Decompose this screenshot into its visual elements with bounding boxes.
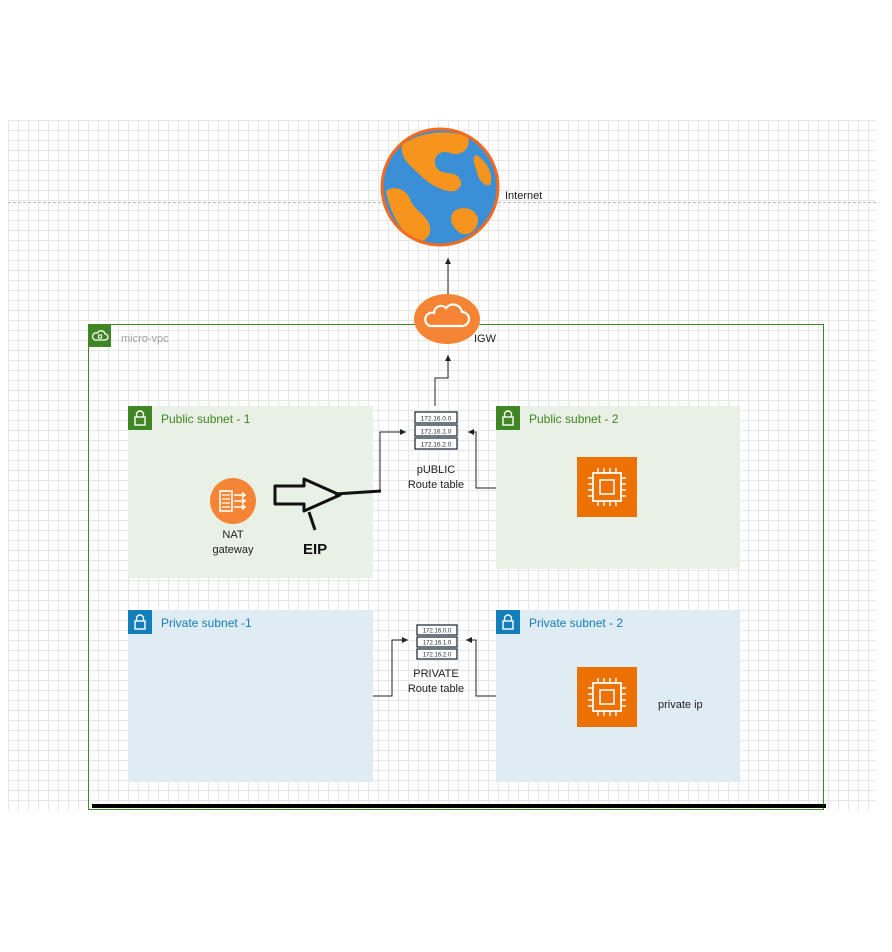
- ec2-instance-icon: [577, 457, 637, 517]
- lock-icon: [496, 610, 520, 634]
- public-route-table-label: pUBLIC Route table: [393, 463, 479, 493]
- eip-hand-arrow: [273, 477, 342, 513]
- private-subnet-1-title: Private subnet -1: [161, 616, 252, 630]
- nat-gateway-line1: NAT: [222, 529, 244, 541]
- route-entry: 172.16.1.0: [421, 429, 452, 436]
- globe-icon: [380, 127, 500, 247]
- nat-gateway-label: NAT gateway: [193, 528, 273, 558]
- private-route-table-line2: Route table: [407, 683, 465, 695]
- route-table-icon: 172.16.0.0 172.16.1.0 172.16.2.0: [414, 411, 458, 450]
- public-subnet-1-title: Public subnet - 1: [161, 412, 251, 426]
- igw-label: IGW: [474, 333, 496, 345]
- route-entry: 172.16.1.0: [423, 641, 452, 647]
- private-route-table-line1: PRIVATE: [413, 668, 459, 680]
- connector-routetable-to-igw: [434, 355, 451, 406]
- vpc-label: micro-vpc: [121, 333, 169, 345]
- vpc-cloud-icon: [89, 325, 111, 347]
- route-entry: 172.16.0.0: [421, 416, 452, 423]
- public-subnet-2-title: Public subnet - 2: [529, 412, 619, 426]
- route-table-icon: 172.16.0.0 172.16.1.0 172.16.2.0: [416, 624, 458, 660]
- ec2-instance-icon: [577, 667, 637, 727]
- public-route-table-line1: pUBLIC: [416, 464, 456, 476]
- route-entry: 172.16.2.0: [421, 442, 452, 449]
- private-subnet-1: Private subnet -1: [128, 610, 373, 782]
- lock-icon: [496, 406, 520, 430]
- public-route-table-line2: Route table: [407, 479, 465, 491]
- nat-gateway-line2: gateway: [212, 544, 254, 556]
- private-ip-label: private ip: [658, 699, 703, 711]
- route-entry: 172.16.0.0: [423, 629, 452, 635]
- private-subnet-2-title: Private subnet - 2: [529, 616, 624, 630]
- eip-label: EIP: [303, 541, 328, 558]
- private-route-table-label: PRIVATE Route table: [393, 667, 479, 697]
- connector-public-subnet-2-to-routetable: [468, 429, 496, 489]
- connector-private-subnet-2-to-routetable: [466, 637, 496, 697]
- lock-icon: [128, 610, 152, 634]
- cloud-icon: [414, 294, 480, 344]
- route-entry: 172.16.2.0: [423, 653, 452, 659]
- bottom-rule: [92, 804, 826, 808]
- connector-private-subnet-1-to-routetable: [373, 637, 408, 697]
- internet-label: Internet: [505, 190, 543, 202]
- nat-gateway-icon: [210, 478, 256, 524]
- lock-icon: [128, 406, 152, 430]
